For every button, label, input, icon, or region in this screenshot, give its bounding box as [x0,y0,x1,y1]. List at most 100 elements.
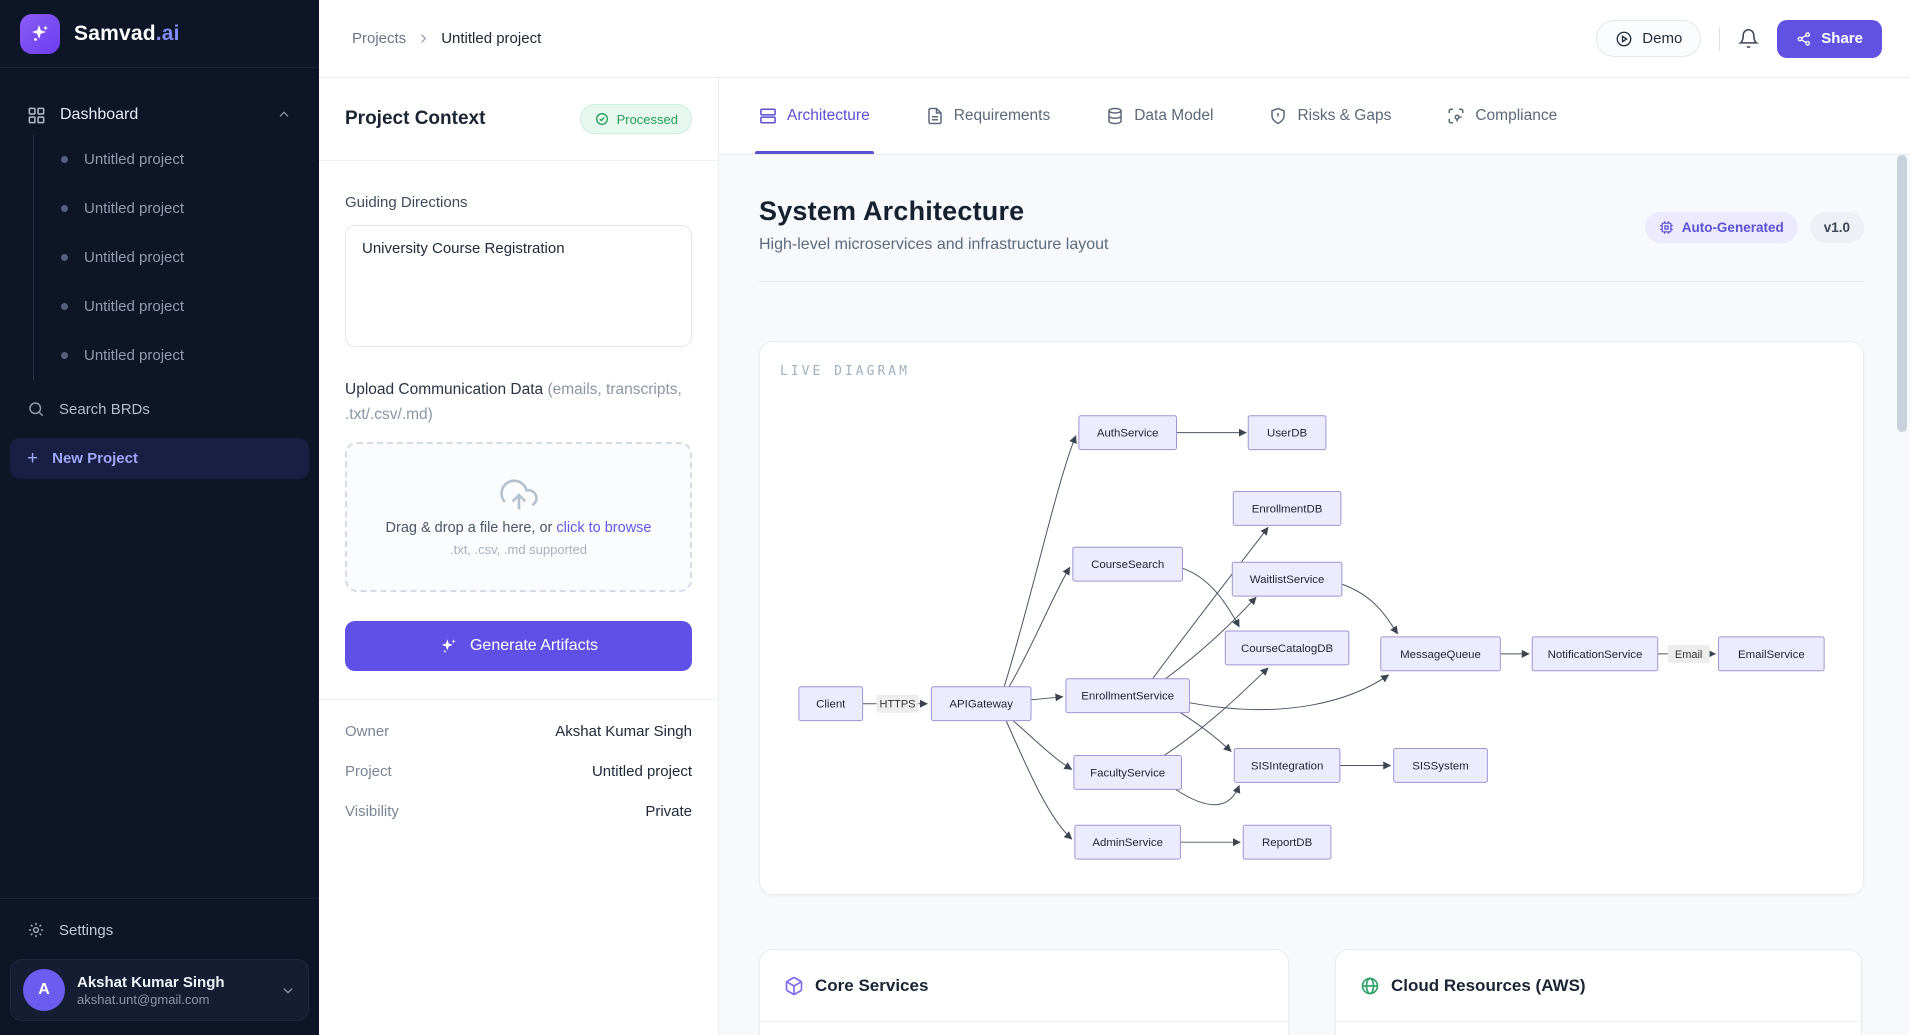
diagram-edge-gateway-enrollsvc [1030,693,1064,702]
svg-text:SISIntegration: SISIntegration [1251,760,1323,772]
upload-cloud-icon [499,476,538,514]
sidebar-project-item[interactable]: Untitled project [34,135,319,184]
diagram-node-CourseCatalogDB[interactable]: CourseCatalogDB [1224,630,1350,666]
svg-text:WaitlistService: WaitlistService [1250,574,1325,586]
svg-text:Email: Email [1675,649,1702,661]
guiding-directions-input[interactable]: University Course Registration [345,225,692,347]
sidebar-item-label: Dashboard [60,106,139,123]
diagram-node-EmailService[interactable]: EmailService [1718,636,1825,672]
meta-row-visibility: Visibility Private [345,802,692,820]
breadcrumb-projects[interactable]: Projects [352,30,407,47]
svg-text:ReportDB: ReportDB [1262,837,1313,849]
cloud-resources-card: Cloud Resources (AWS) [1335,949,1862,1035]
diagram-node-EnrollmentService[interactable]: EnrollmentService [1065,678,1190,714]
svg-text:HTTPS: HTTPS [880,699,916,711]
tab-architecture[interactable]: Architecture [755,78,874,154]
breadcrumb-current: Untitled project [441,30,542,47]
diagram-edge-enrollsvc-mq [1189,674,1390,711]
svg-text:CourseSearch: CourseSearch [1091,559,1164,571]
chevron-down-icon [280,982,296,998]
diagram-edge-gateway-auth [1003,435,1077,687]
server-icon [760,108,776,124]
architecture-diagram: Client APIGateway AuthService UserDB Enrollm… [798,415,1825,860]
sidebar-project-item[interactable]: Untitled project [34,233,319,282]
diagram-node-MessageQueue[interactable]: MessageQueue [1380,636,1501,672]
diagram-node-APIGateway[interactable]: APIGateway [930,686,1032,722]
demo-button[interactable]: Demo [1596,20,1702,57]
bullet-icon [61,303,68,310]
plus-icon: + [27,447,39,469]
diagram-edge-enrollsvc-waitlist [1165,596,1257,680]
svg-text:AdminService: AdminService [1092,837,1163,849]
diagram-node-CourseSearch[interactable]: CourseSearch [1072,546,1183,582]
sidebar-item-settings[interactable]: Settings [10,909,309,951]
share-button[interactable]: Share [1777,19,1882,58]
project-tree: Untitled project Untitled project Untitl… [33,135,319,380]
click-to-browse-link[interactable]: click to browse [556,520,652,537]
file-dropzone[interactable]: Drag & drop a file here, or click to bro… [345,441,692,592]
svg-text:SISSystem: SISSystem [1412,760,1469,772]
diagram-node-EnrollmentDB[interactable]: EnrollmentDB [1232,490,1342,526]
diagram-edge-gateway-admin [1005,720,1073,840]
diagram-node-AdminService[interactable]: AdminService [1074,824,1181,860]
scan-nodes-icon [1448,108,1464,124]
chevron-up-icon[interactable] [276,107,292,123]
top-bar: Projects Untitled project Demo Share [319,0,1910,78]
notifications-bell-icon[interactable] [1738,28,1760,49]
diagram-edge-gateway-faculty [1012,720,1073,770]
divider [319,698,718,700]
sidebar-item-search-brds[interactable]: Search BRDs [12,388,307,430]
user-menu[interactable]: A Akshat Kumar Singh akshat.unt@gmail.co… [10,959,309,1021]
svg-text:EnrollmentDB: EnrollmentDB [1252,503,1323,515]
tab-data-model[interactable]: Data Model [1106,78,1213,154]
check-circle-icon [595,113,608,125]
version-badge: v1.0 [1809,212,1864,243]
diagram-node-SISIntegration[interactable]: SISIntegration [1233,748,1341,783]
sidebar-project-item[interactable]: Untitled project [34,184,319,233]
cpu-chip-icon [1659,221,1673,234]
core-services-card: Core Services [759,949,1289,1035]
avatar: A [23,969,65,1011]
search-icon [29,402,44,417]
share-icon [1797,31,1811,46]
brand-logo-icon [20,13,60,54]
vertical-scrollbar-thumb[interactable] [1897,155,1907,432]
database-icon [1108,107,1122,125]
diagram-node-NotificationService[interactable]: NotificationService [1531,636,1659,672]
diagram-node-Client[interactable]: Client [798,686,864,722]
diagram-edge-enrollsvc-sisint [1180,712,1232,752]
diagram-edge-label-Email: Email [1667,644,1710,663]
sidebar-item-dashboard[interactable]: Dashboard [12,95,307,135]
diagram-edge-coursesearch-catalogdb [1182,567,1240,628]
tab-compliance[interactable]: Compliance [1447,78,1557,154]
bullet-icon [61,254,68,261]
artifact-content: System Architecture High-level microserv… [719,196,1910,1035]
globe-icon [1360,976,1380,996]
diagram-node-FacultyService[interactable]: FacultyService [1073,755,1182,790]
sidebar-project-item[interactable]: Untitled project [34,282,319,331]
new-project-button[interactable]: + New Project [10,438,309,479]
dashboard-grid-icon [28,107,45,123]
diagram-node-UserDB[interactable]: UserDB [1247,415,1327,451]
divider [1719,26,1721,51]
play-circle-icon [1616,31,1632,46]
generate-artifacts-button[interactable]: Generate Artifacts [345,620,692,671]
tab-risks-gaps[interactable]: Risks & Gaps [1269,78,1391,154]
diagram-node-AuthService[interactable]: AuthService [1078,415,1177,451]
gear-icon [28,922,44,938]
file-text-icon [927,107,942,125]
panel-title: Project Context [345,108,486,129]
brand-name: Samvad.ai [74,21,180,45]
bullet-icon [61,352,68,359]
sidebar: Samvad.ai Dashboard Untitled project Unt… [0,0,319,1035]
diagram-node-WaitlistService[interactable]: WaitlistService [1231,561,1343,597]
user-email: akshat.unt@gmail.com [77,992,210,1008]
artifact-tabs: Architecture Requirements Data Model Ris… [719,78,1910,155]
diagram-node-ReportDB[interactable]: ReportDB [1242,824,1332,860]
sidebar-project-item[interactable]: Untitled project [34,331,319,380]
diagram-node-SISSystem[interactable]: SISSystem [1393,748,1488,783]
tab-requirements[interactable]: Requirements [926,78,1050,154]
upload-label: Upload Communication Data (emails, trans… [345,381,682,423]
diagram-edge-label-HTTPS: HTTPS [876,694,919,713]
